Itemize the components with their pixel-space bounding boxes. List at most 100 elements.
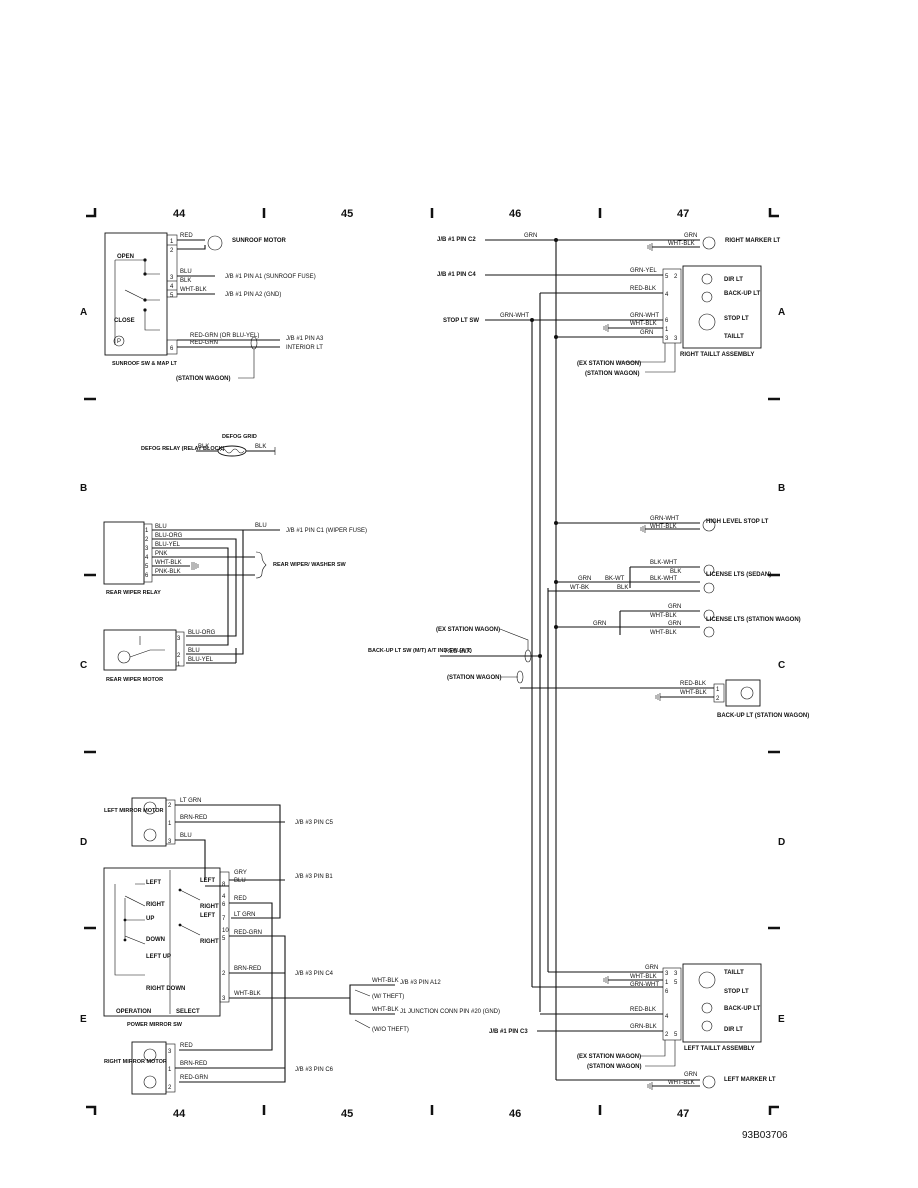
svg-text:(EX STATION WAGON): (EX STATION WAGON) bbox=[577, 361, 641, 367]
svg-text:4: 4 bbox=[222, 894, 226, 900]
svg-text:LICENSE LTS (SEDAN): LICENSE LTS (SEDAN) bbox=[706, 572, 771, 578]
svg-text:3: 3 bbox=[145, 546, 149, 552]
svg-text:3: 3 bbox=[177, 636, 181, 642]
svg-text:RIGHT DOWN: RIGHT DOWN bbox=[146, 986, 185, 992]
svg-text:LT GRN: LT GRN bbox=[180, 798, 201, 804]
svg-text:BLU: BLU bbox=[180, 269, 192, 275]
svg-text:6: 6 bbox=[145, 573, 149, 579]
svg-text:1: 1 bbox=[168, 1067, 172, 1073]
svg-text:WHT-BLK: WHT-BLK bbox=[668, 241, 695, 247]
defog-section: DEFOG RELAY (RELAY BLOCK) BLK DEFOG GRID… bbox=[141, 434, 276, 457]
svg-text:RED-BLK: RED-BLK bbox=[680, 681, 706, 687]
col-label: 46 bbox=[509, 1108, 521, 1120]
svg-text:GRN: GRN bbox=[593, 621, 606, 627]
svg-text:10: 10 bbox=[222, 928, 229, 934]
svg-text:BLK: BLK bbox=[255, 444, 266, 450]
col-label: 44 bbox=[173, 208, 186, 220]
svg-text:(STATION WAGON): (STATION WAGON) bbox=[585, 371, 639, 377]
svg-text:4: 4 bbox=[665, 292, 669, 298]
svg-text:BACK-UP LT: BACK-UP LT bbox=[724, 291, 760, 297]
svg-text:2: 2 bbox=[177, 653, 181, 659]
svg-text:J/B #1 PIN C3: J/B #1 PIN C3 bbox=[489, 1029, 528, 1035]
svg-text:2: 2 bbox=[168, 1085, 172, 1091]
svg-text:RED-BLK: RED-BLK bbox=[445, 649, 471, 655]
svg-text:DEFOG GRID: DEFOG GRID bbox=[222, 434, 257, 440]
svg-text:BLK-WHT: BLK-WHT bbox=[650, 560, 677, 566]
svg-text:DEFOG RELAY (RELAY BLOCK): DEFOG RELAY (RELAY BLOCK) bbox=[141, 446, 225, 452]
svg-text:SELECT: SELECT bbox=[176, 1009, 200, 1015]
svg-text:4: 4 bbox=[665, 1014, 669, 1020]
svg-text:5: 5 bbox=[665, 274, 669, 280]
svg-text:BLU-ORG: BLU-ORG bbox=[155, 533, 183, 539]
col-label: 44 bbox=[173, 1108, 186, 1120]
svg-text:3: 3 bbox=[665, 336, 669, 342]
frame: 44 45 46 47 44 45 46 47 A B C D E A B C … bbox=[80, 208, 788, 1141]
svg-text:GRN-WHT: GRN-WHT bbox=[500, 313, 529, 319]
svg-text:WHT-BLK: WHT-BLK bbox=[650, 613, 677, 619]
svg-text:REAR WIPER/ WASHER SW: REAR WIPER/ WASHER SW bbox=[273, 562, 347, 568]
svg-text:2: 2 bbox=[665, 1032, 669, 1038]
svg-text:BRN-RED: BRN-RED bbox=[234, 966, 262, 972]
svg-text:WHT-BLK: WHT-BLK bbox=[180, 287, 207, 293]
svg-text:BLU-YEL: BLU-YEL bbox=[188, 657, 214, 663]
svg-text:LEFT: LEFT bbox=[200, 878, 215, 884]
svg-text:6: 6 bbox=[665, 989, 669, 995]
col-label: 45 bbox=[341, 1108, 353, 1120]
svg-text:GRN: GRN bbox=[640, 330, 653, 336]
svg-text:WHT-BLK: WHT-BLK bbox=[650, 524, 677, 530]
svg-text:BACK-UP LT: BACK-UP LT bbox=[724, 1006, 760, 1012]
svg-text:J/B #3 PIN C6: J/B #3 PIN C6 bbox=[295, 1067, 334, 1073]
svg-text:3: 3 bbox=[222, 996, 226, 1002]
svg-text:BK-WT: BK-WT bbox=[605, 576, 625, 582]
svg-text:RED: RED bbox=[234, 896, 247, 902]
svg-text:J/B #1 PIN C2: J/B #1 PIN C2 bbox=[437, 237, 476, 243]
sunroof-section: 1 2 3 4 5 6 OPEN CLOSE P RED SUNROOF MOT… bbox=[104, 232, 324, 382]
svg-text:BLU-YEL: BLU-YEL bbox=[155, 542, 181, 548]
row-label: A bbox=[80, 307, 87, 318]
svg-text:GRN: GRN bbox=[645, 965, 658, 971]
svg-text:RED-GRN: RED-GRN bbox=[234, 930, 262, 936]
col-label: 47 bbox=[677, 1108, 689, 1120]
svg-text:3: 3 bbox=[170, 275, 174, 281]
row-label: B bbox=[778, 483, 785, 494]
svg-text:DIR LT: DIR LT bbox=[724, 1027, 743, 1033]
col-label: 45 bbox=[341, 208, 353, 220]
col-label: 46 bbox=[509, 208, 521, 220]
svg-text:2: 2 bbox=[145, 537, 149, 543]
fuse-c1: J/B #1 PIN C1 (WIPER FUSE) bbox=[286, 528, 367, 534]
svg-text:6: 6 bbox=[222, 902, 226, 908]
svg-text:WHT-BLK: WHT-BLK bbox=[155, 560, 182, 566]
svg-text:LEFT MIRROR MOTOR: LEFT MIRROR MOTOR bbox=[104, 808, 164, 814]
lamp-icon: P bbox=[117, 339, 121, 345]
svg-text:J/B #1 PIN C4: J/B #1 PIN C4 bbox=[437, 272, 476, 278]
svg-text:DOWN: DOWN bbox=[146, 937, 165, 943]
svg-text:2: 2 bbox=[170, 248, 174, 254]
svg-text:3: 3 bbox=[674, 336, 678, 342]
svg-text:GRN: GRN bbox=[684, 1072, 697, 1078]
svg-text:RIGHT: RIGHT bbox=[200, 904, 219, 910]
svg-text:2: 2 bbox=[674, 274, 678, 280]
svg-text:J/B #3 PIN A12: J/B #3 PIN A12 bbox=[400, 980, 441, 986]
svg-text:WHT-BLK: WHT-BLK bbox=[630, 974, 657, 980]
row-label: C bbox=[778, 660, 785, 671]
svg-text:RIGHT MARKER LT: RIGHT MARKER LT bbox=[725, 238, 781, 244]
svg-text:5: 5 bbox=[674, 980, 678, 986]
row-label: A bbox=[778, 307, 785, 318]
svg-text:1: 1 bbox=[665, 980, 669, 986]
svg-text:LEFT UP: LEFT UP bbox=[146, 954, 171, 960]
svg-text:BLU: BLU bbox=[255, 523, 267, 529]
svg-text:1: 1 bbox=[177, 662, 181, 668]
svg-text:WHT-BLK: WHT-BLK bbox=[680, 690, 707, 696]
open-label: OPEN bbox=[117, 254, 134, 260]
svg-text:WHT-BLK: WHT-BLK bbox=[372, 978, 399, 984]
row-label: C bbox=[80, 660, 87, 671]
svg-text:BLK-WHT: BLK-WHT bbox=[650, 576, 677, 582]
svg-text:8: 8 bbox=[222, 882, 226, 888]
svg-text:BRN-RED: BRN-RED bbox=[180, 1061, 208, 1067]
svg-text:3: 3 bbox=[168, 839, 172, 845]
svg-text:REAR WIPER MOTOR: REAR WIPER MOTOR bbox=[106, 677, 163, 683]
svg-text:STOP LT SW: STOP LT SW bbox=[443, 318, 479, 324]
svg-text:BLU: BLU bbox=[188, 648, 200, 654]
svg-text:BLU-ORG: BLU-ORG bbox=[188, 630, 216, 636]
svg-text:RIGHT MIRROR MOTOR: RIGHT MIRROR MOTOR bbox=[104, 1059, 167, 1065]
